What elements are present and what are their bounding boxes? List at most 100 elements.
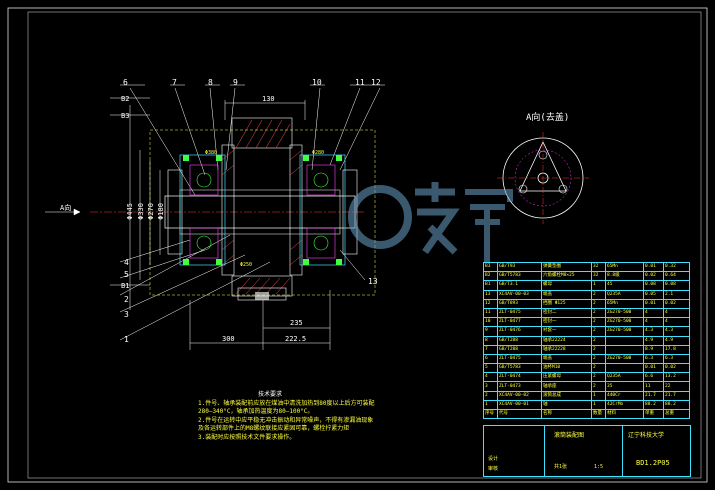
bom-cell: 6 [483, 353, 498, 365]
notes-heading: 技术要求 [258, 391, 283, 398]
bom-cell: 1 [591, 280, 606, 291]
part-number-12: 12 [371, 78, 381, 87]
bom-cell: 2 [591, 353, 606, 365]
bom-cell: ZLT-0475 [497, 307, 542, 319]
notes-line: 3.装配时应按照技术文件要求操作。 [198, 433, 296, 441]
bom-cell: 0.32 [663, 261, 690, 273]
watermark-logo [348, 182, 513, 262]
bom-cell: 密封二 [541, 307, 592, 319]
part-letter-b3: B3 [121, 112, 130, 120]
bom-cell: 滚筒总成 [541, 390, 592, 401]
bom-cell: 代号 [497, 408, 542, 420]
bom-cell: 4.9 [643, 335, 664, 346]
dim-left-a: Φ445 [125, 203, 134, 220]
notes-line: 1.件号、轴承装配前应放在煤油中清洗加热到80度以上后方可装配 [198, 399, 375, 407]
bom-cell [605, 363, 644, 374]
notes-line: 280—340°C，轴承加热温度为80—100°C。 [198, 408, 314, 415]
bom-cell: 2 [591, 326, 606, 337]
bom-cell: 6.3 [663, 353, 690, 365]
bom-cell: 4 [483, 372, 498, 383]
arrow-label: A向 [60, 204, 72, 212]
bom-cell: 2.1 [663, 289, 690, 300]
dimension-lines [45, 100, 331, 350]
bom-cell: 密封一 [541, 317, 592, 328]
bom-cell: B1 [483, 280, 498, 291]
leader-lines-top [120, 84, 385, 196]
bom-cell: 螺母 [541, 280, 592, 291]
bom-cell: 0.02 [643, 271, 664, 282]
bom-cell: 13 [483, 289, 498, 300]
bom-cell: ZG270-500 [605, 353, 644, 365]
title-block: 设计 审核 滚筒装配图 1:5 共1张 辽宁科技大学 BD1.2P05 [483, 425, 691, 477]
title-block-info: 滚筒装配图 1:5 共1张 [544, 426, 623, 476]
bom-cell: 端盖 [541, 289, 592, 300]
bom-cell: 2 [591, 289, 606, 300]
bom-cell: 11 [483, 307, 498, 319]
bom-cell: 0.01 [643, 363, 664, 374]
bom-cell: 65Mn [605, 261, 644, 273]
bom-cell: 88.2 [663, 399, 690, 411]
bom-cell: 序号 [483, 408, 498, 420]
part-number-9: 9 [233, 78, 238, 87]
bom-cell: GB/T288 [497, 344, 542, 355]
bom-cell: 数量 [591, 408, 606, 420]
bom-cell: XC4AV-00-03 [497, 289, 542, 300]
bom-cell: 12 [483, 298, 498, 309]
bom-cell: ZG270-500 [605, 317, 644, 328]
bom-cell: 4 [643, 307, 664, 319]
bom-cell: GB/T93 [497, 261, 542, 273]
bom-cell: 端盖 [541, 353, 592, 365]
part-number-7: 7 [172, 78, 177, 87]
dim-small-c: Φ250 [240, 262, 253, 268]
technical-notes: 技术要求 1.件号、轴承装配前应放在煤油中清洗加热到80度以上后方可装配 280… [198, 391, 374, 442]
bom-cell: 总重 [663, 408, 690, 420]
bom-cell: 9 [483, 326, 498, 337]
bom-cell: 4 [643, 317, 664, 328]
bom-cell: 6.3 [643, 353, 664, 365]
bom-cell: ZLT-0473 [497, 381, 542, 392]
bom-cell: 2 [591, 307, 606, 319]
drawing-name: 滚筒装配图 [554, 432, 585, 439]
bom-cell: ZG270-500 [605, 326, 644, 337]
bom-cell: 轴承22224 [541, 335, 592, 346]
bom-cell: 5 [483, 363, 498, 374]
bom-cell: 油杯M10 [541, 363, 592, 374]
roller-section [149, 117, 376, 301]
bom-cell: 0.08 [663, 280, 690, 291]
bom-cell: 材料 [605, 408, 644, 420]
bom-cell: 10 [483, 317, 498, 328]
bom-cell: 440Cr [605, 390, 644, 401]
bom-cell: 2 [483, 390, 498, 401]
bom-cell: 六角螺栓M8×25 [541, 271, 592, 282]
bom-cell: 7 [483, 344, 498, 355]
bom-cell [605, 344, 644, 355]
dim-bottom-c: 222.5 [285, 335, 307, 343]
part-number-5: 5 [124, 270, 129, 279]
part-number-4: 4 [124, 258, 129, 267]
bom-cell: 8.9 [643, 344, 664, 355]
dim-left-b: Φ330 [136, 203, 145, 220]
bom-cell: B3 [483, 261, 498, 273]
bom-cell: XC4AV-00-02 [497, 390, 542, 401]
part-number-13: 13 [368, 277, 378, 286]
bom-cell: 11 [643, 381, 664, 392]
part-letter-b1: B1 [121, 282, 130, 290]
bom-cell: 1 [591, 399, 606, 411]
bom-cell: 88.2 [643, 399, 664, 411]
drawing-inner-frame [27, 11, 702, 479]
bom-cell: 22 [663, 381, 690, 392]
sheet-count: 共1张 [554, 464, 568, 470]
bom-cell: B2 [483, 271, 498, 282]
bom-cell: 挡圈 Φ125 [541, 298, 592, 309]
bom-cell: 13.2 [663, 372, 690, 383]
bom-cell: ZLT-0475 [497, 353, 542, 365]
bom-cell: 0.02 [663, 363, 690, 374]
school-name: 辽宁科技大学 [628, 432, 665, 439]
bom-cell: ZLT-0474 [497, 372, 542, 383]
